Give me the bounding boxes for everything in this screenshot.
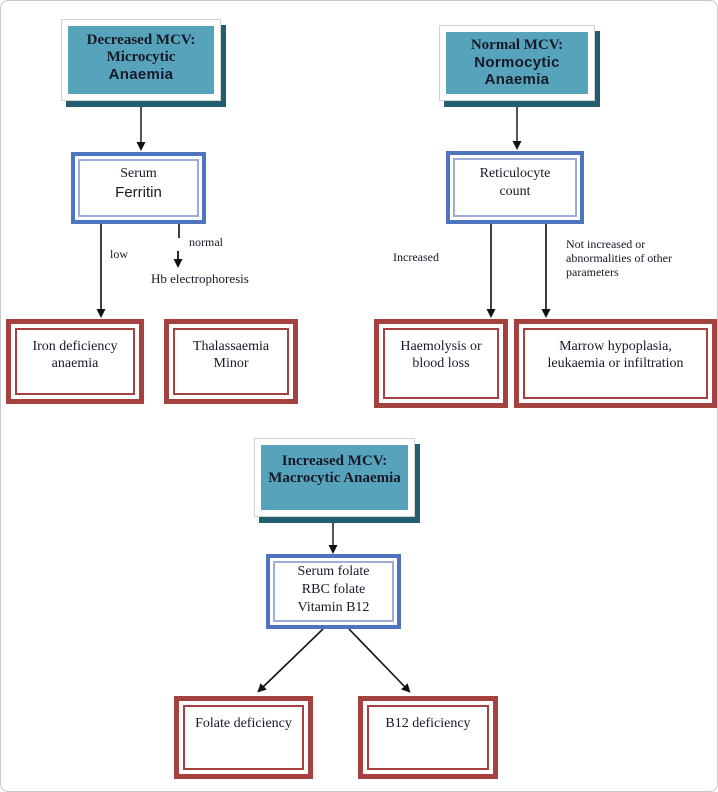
edge-label-not-increased-line1: Not increased or <box>566 237 646 251</box>
header-box-macrocytic-fill: Increased MCV: Macrocytic Anaemia <box>261 445 408 510</box>
test-folate-line1: Serum folate <box>297 563 370 579</box>
header-macrocytic-line1: Increased MCV: <box>281 453 388 469</box>
test-folate-line3: Vitamin B12 <box>297 599 370 615</box>
outcome-box-iron-deficiency-inner: Iron deficiency anaemia <box>15 328 135 395</box>
edge-label-not-increased-line3: parameters <box>566 265 619 279</box>
header-box-macrocytic: Increased MCV: Macrocytic Anaemia <box>254 438 415 517</box>
test-box-folate-b12-inner: Serum folate RBC folate Vitamin B12 <box>273 561 394 622</box>
header-normocytic-line3: Anaemia <box>484 71 550 88</box>
outcome-haemolysis-line2: blood loss <box>412 356 470 371</box>
outcome-box-iron-deficiency: Iron deficiency anaemia <box>6 319 144 404</box>
test-box-serum-ferritin: Serum Ferritin <box>71 152 206 224</box>
outcome-thalassaemia-line2: Minor <box>213 356 249 371</box>
edge-label-increased: Increased <box>393 250 439 264</box>
outcome-box-marrow-hypoplasia: Marrow hypoplasia, leukaemia or infiltra… <box>514 319 717 408</box>
test-serum-line1: Serum <box>120 165 157 181</box>
test-serum-line2: Ferritin <box>115 183 162 201</box>
outcome-b12-label: B12 deficiency <box>385 716 471 731</box>
outcome-box-b12-deficiency-inner: B12 deficiency <box>367 705 489 770</box>
header-macrocytic-line2: Macrocytic Anaemia <box>268 470 401 486</box>
outcome-haemolysis-line1: Haemolysis or <box>400 339 482 354</box>
header-box-microcytic-fill: Decreased MCV: Microcytic Anaemia <box>68 26 214 94</box>
header-microcytic-line2: Microcytic <box>106 49 176 65</box>
outcome-box-folate-deficiency-inner: Folate deficiency <box>183 705 304 770</box>
test-box-reticulocyte-count: Reticulocyte count <box>446 151 584 224</box>
header-microcytic-line3: Anaemia <box>108 66 174 83</box>
edge-label-low: low <box>110 247 128 261</box>
header-microcytic-line1: Decreased MCV: <box>86 32 196 48</box>
test-reticulocyte-line1: Reticulocyte <box>479 165 551 181</box>
outcome-box-haemolysis: Haemolysis or blood loss <box>374 319 508 408</box>
outcome-marrow-line1: Marrow hypoplasia, <box>559 339 672 354</box>
header-normocytic-line2: Normocytic <box>474 54 560 71</box>
outcome-box-b12-deficiency: B12 deficiency <box>358 696 498 779</box>
outcome-marrow-line2: leukaemia or infiltration <box>547 356 684 371</box>
test-box-serum-ferritin-inner: Serum Ferritin <box>78 159 199 217</box>
outcome-iron-line1: Iron deficiency <box>32 339 118 354</box>
header-box-microcytic: Decreased MCV: Microcytic Anaemia <box>61 19 221 101</box>
outcome-box-haemolysis-inner: Haemolysis or blood loss <box>383 328 499 399</box>
edge-label-normal: normal <box>189 235 223 249</box>
outcome-box-thalassaemia-minor-inner: Thalassaemia Minor <box>173 328 289 395</box>
edge-label-hb-electrophoresis: Hb electrophoresis <box>151 271 249 286</box>
test-box-reticulocyte-count-inner: Reticulocyte count <box>453 158 577 217</box>
test-folate-line2: RBC folate <box>301 581 366 597</box>
test-reticulocyte-line2: count <box>499 183 531 199</box>
edge-label-not-increased-line2: abnormalities of other <box>566 251 672 265</box>
outcome-box-thalassaemia-minor: Thalassaemia Minor <box>164 319 298 404</box>
edge-label-not-increased: Not increased or abnormalities of other … <box>566 237 672 279</box>
outcome-thalassaemia-line1: Thalassaemia <box>192 339 270 354</box>
header-box-normocytic-fill: Normal MCV: Normocytic Anaemia <box>446 32 588 94</box>
outcome-box-folate-deficiency: Folate deficiency <box>174 696 313 779</box>
header-normocytic-line1: Normal MCV: <box>470 37 564 53</box>
outcome-folate-label: Folate deficiency <box>195 716 292 731</box>
header-box-normocytic: Normal MCV: Normocytic Anaemia <box>439 25 595 101</box>
outcome-iron-line2: anaemia <box>51 356 99 371</box>
outcome-box-marrow-hypoplasia-inner: Marrow hypoplasia, leukaemia or infiltra… <box>523 328 708 399</box>
test-box-folate-b12: Serum folate RBC folate Vitamin B12 <box>266 554 401 629</box>
